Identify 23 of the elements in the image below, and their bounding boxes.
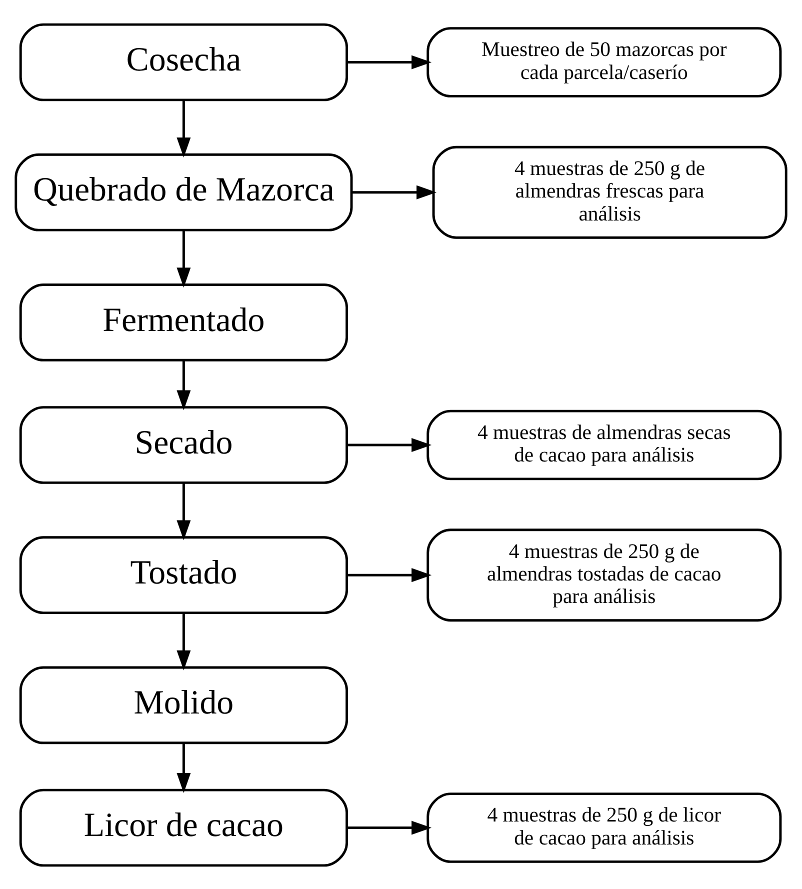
node-box: Molido [19, 666, 348, 744]
arrow [176, 612, 191, 670]
node-box: Secado [19, 406, 348, 484]
node-box: 4 muestras de 250 g de almendras frescas para análisis [432, 145, 788, 238]
arrow [346, 568, 432, 582]
arrow [346, 54, 432, 69]
arrow [176, 360, 191, 410]
arrow [346, 438, 432, 452]
arrow [176, 230, 191, 288]
node-box: Fermentado [19, 283, 348, 361]
arrow [176, 100, 191, 158]
node-box: Tostado [19, 536, 348, 614]
arrow [176, 482, 191, 540]
node-box: Quebrado de Mazorca [14, 152, 353, 231]
arrow [352, 184, 437, 199]
node-box: 4 muestras de 250 g de almendras tostadas de cacao para análisis [426, 528, 782, 622]
node-box: 4 muestras de 250 g de licor de cacao para análisis [426, 792, 782, 862]
node-box: Muestreo de 50 mazorcas por cada parcela/caserío [426, 26, 782, 97]
arrow [176, 742, 191, 792]
node-box: Licor de cacao [19, 788, 348, 866]
node-box: 4 muestras de almendras secas de cacao para análisis [426, 409, 782, 480]
arrow [346, 820, 432, 834]
node-box: Cosecha [19, 22, 348, 101]
